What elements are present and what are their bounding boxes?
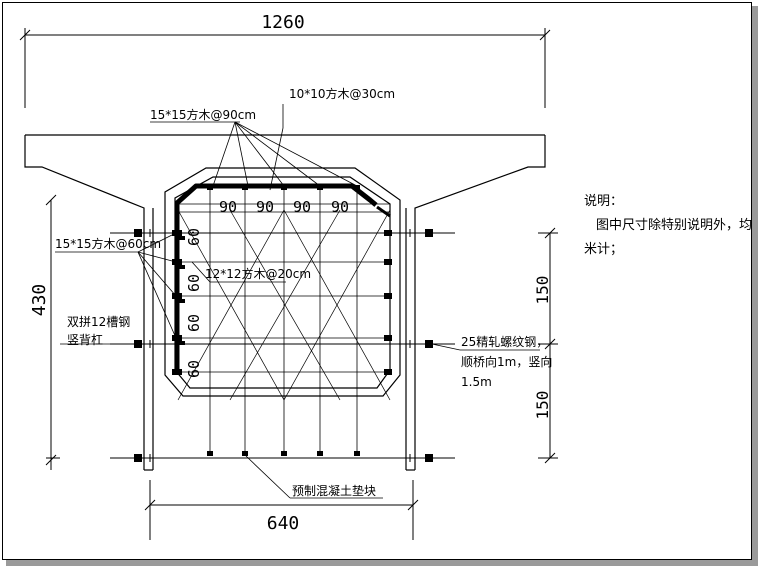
spacing-top-1: 90 [219,198,237,216]
label-beam-12x12-20: 12*12方木@20cm [205,266,311,281]
label-beam-15x15-90: 15*15方木@90cm [150,107,256,122]
dim-bottom-width-label: 640 [267,513,300,534]
spacing-top-2: 90 [256,198,274,216]
tie-rods [110,232,455,459]
leaders-10x10-30 [269,104,284,191]
spacing-left-3: 60 [185,314,203,332]
leaders-rebar [431,343,540,351]
drawing-frame [2,2,752,560]
label-channel-line2: 竖背杠 [67,332,103,347]
dim-left-height-label: 430 [29,284,50,317]
dim-top-width [19,28,551,108]
dim-top-width-label: 1260 [261,12,304,33]
tie-rod-anchors [134,229,433,462]
right-wall-wales [384,230,392,375]
leaders-15x15-60 [55,232,177,339]
label-beam-10x10-30: 10*10方木@30cm [289,86,395,101]
label-pad-block: 预制混凝土垫块 [292,483,376,498]
girder-outline [24,134,546,471]
spacing-top-4: 90 [331,198,349,216]
dim-left-height [45,194,60,470]
formwork-thick-edge-right [376,205,391,218]
notes-line1: 图中尺寸除特别说明外，均以厘 [596,218,752,233]
notes-line2: 米计； [584,242,624,257]
label-rebar-line3: 1.5m [461,375,492,389]
notes-panel: 说明： 图中尺寸除特别说明外，均以厘 米计； [584,190,752,262]
dim-right-upper-label: 150 [533,276,552,305]
frame-shadow-bottom [6,560,754,566]
web-face-ticks [149,229,411,462]
dim-bottom-width [144,480,419,540]
post-bottom-feet [207,451,360,456]
vertical-posts [209,185,358,455]
x-bracing [177,209,391,401]
spacing-left-1: 60 [185,228,203,246]
post-top-caps [207,185,360,190]
spacing-left-4: 60 [185,360,203,378]
leaders-12x12-20 [191,261,286,283]
label-rebar-line2: 顺桥向1m，竖向 [461,354,552,369]
dim-right-heights [538,227,558,464]
spacing-top-3: 90 [293,198,311,216]
dim-right-lower-label: 150 [533,391,552,420]
leaders-pad [245,455,383,499]
label-beam-15x15-60: 15*15方木@60cm [55,236,161,251]
notes-title: 说明： [584,194,624,209]
label-channel-line1: 双拼12槽钢 [67,315,130,329]
frame-shadow-right [752,6,758,566]
label-rebar-line1: 25精轧螺纹钢， [461,335,548,349]
spacing-left-2: 60 [185,274,203,292]
